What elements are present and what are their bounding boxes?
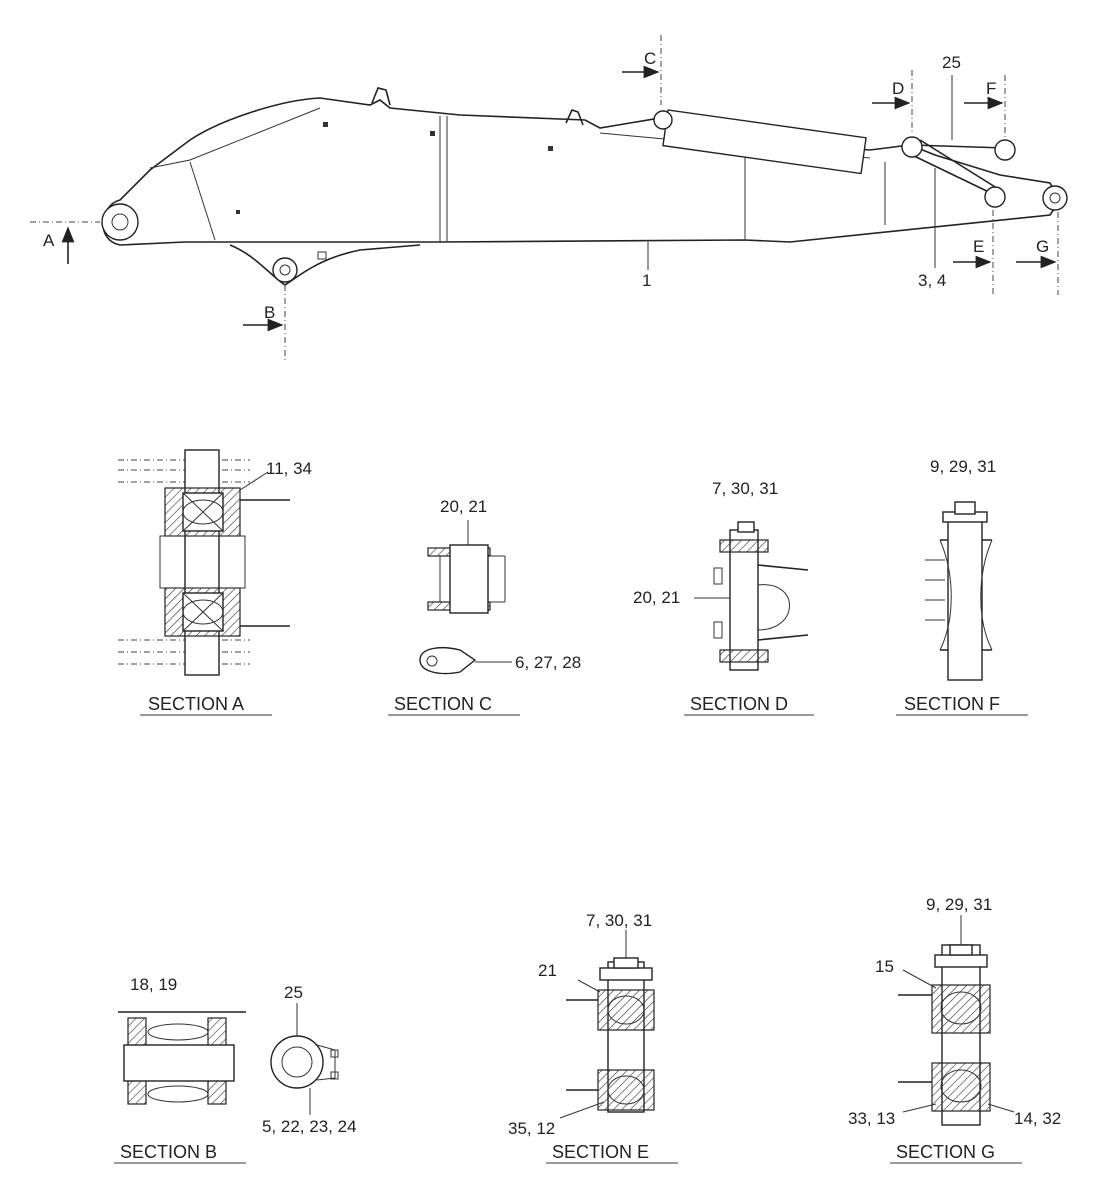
pin-plate xyxy=(419,647,477,675)
section-e-drawing xyxy=(559,930,655,1119)
link-pin-d xyxy=(901,136,923,158)
view-letter-e: E xyxy=(973,237,984,256)
section-f-drawing xyxy=(925,501,993,681)
callout-sec-c-top: 20, 21 xyxy=(440,497,487,516)
section-d-drawing xyxy=(694,521,809,671)
callout-sec-f-top: 9, 29, 31 xyxy=(930,457,996,476)
callout-sec-g-bottom-right: 14, 32 xyxy=(1014,1109,1061,1128)
cylinder-pin xyxy=(653,110,673,130)
callout-sec-d-side: 20, 21 xyxy=(633,588,680,607)
section-title-d: SECTION D xyxy=(690,694,788,714)
top-lug-2 xyxy=(565,109,584,126)
callout-sec-c-bottom: 6, 27, 28 xyxy=(515,653,581,672)
boom-pivot-pin xyxy=(101,203,139,241)
view-letter-f: F xyxy=(986,79,996,98)
callout-sec-b-link: 25 xyxy=(284,983,303,1002)
section-indicators xyxy=(30,35,1059,360)
view-letter-c: C xyxy=(644,49,656,68)
section-title-f: SECTION F xyxy=(904,694,1000,714)
view-letter-d: D xyxy=(892,79,904,98)
boom-labels: A B C D F E G 1 25 3, 4 xyxy=(43,49,1049,322)
callout-sec-a: 11, 34 xyxy=(266,459,312,478)
top-lug-1 xyxy=(371,87,391,106)
callout-sec-b-bottom: 5, 22, 23, 24 xyxy=(262,1117,357,1136)
callout-sec-e-bottom: 35, 12 xyxy=(508,1119,555,1138)
section-title-b: SECTION B xyxy=(120,1142,217,1162)
callout-sec-g-top: 9, 29, 31 xyxy=(926,895,992,914)
section-title-e: SECTION E xyxy=(552,1142,649,1162)
link-pin-e xyxy=(984,186,1006,208)
callout-sec-d-top: 7, 30, 31 xyxy=(712,479,778,498)
callout-sec-g-bottom-left: 33, 13 xyxy=(848,1109,895,1128)
callout-sec-e-left: 21 xyxy=(538,961,557,980)
section-c-drawing xyxy=(419,520,512,675)
callout-boom: 1 xyxy=(642,271,651,290)
callout-link-pins: 3, 4 xyxy=(918,271,946,290)
link-top-bar xyxy=(911,144,1006,149)
view-letter-g: G xyxy=(1036,237,1049,256)
callout-sec-e-top: 7, 30, 31 xyxy=(586,911,652,930)
view-letter-a: A xyxy=(43,231,55,250)
section-title-c: SECTION C xyxy=(394,694,492,714)
foot-pin xyxy=(272,257,298,283)
view-letter-b: B xyxy=(264,303,275,322)
boom-tip-pin xyxy=(1042,185,1068,211)
callout-link-top: 25 xyxy=(942,53,961,72)
section-g-drawing xyxy=(898,915,1015,1126)
section-title-a: SECTION A xyxy=(148,694,244,714)
link-pin-f xyxy=(994,139,1016,161)
boom-rib-1 xyxy=(189,161,216,241)
bushing-ring xyxy=(270,1035,324,1089)
callout-sec-b-top: 18, 19 xyxy=(130,975,177,994)
section-a-drawing xyxy=(118,449,290,676)
boom-foot-bracket xyxy=(229,244,421,286)
section-title-g: SECTION G xyxy=(896,1142,995,1162)
boom-top-plate xyxy=(149,107,321,169)
boom-cylinder xyxy=(662,109,867,175)
boom-assembly xyxy=(101,87,1068,286)
link-lower-bar xyxy=(911,154,996,196)
section-b-drawing xyxy=(118,1003,339,1115)
callout-sec-g-left: 15 xyxy=(875,957,894,976)
